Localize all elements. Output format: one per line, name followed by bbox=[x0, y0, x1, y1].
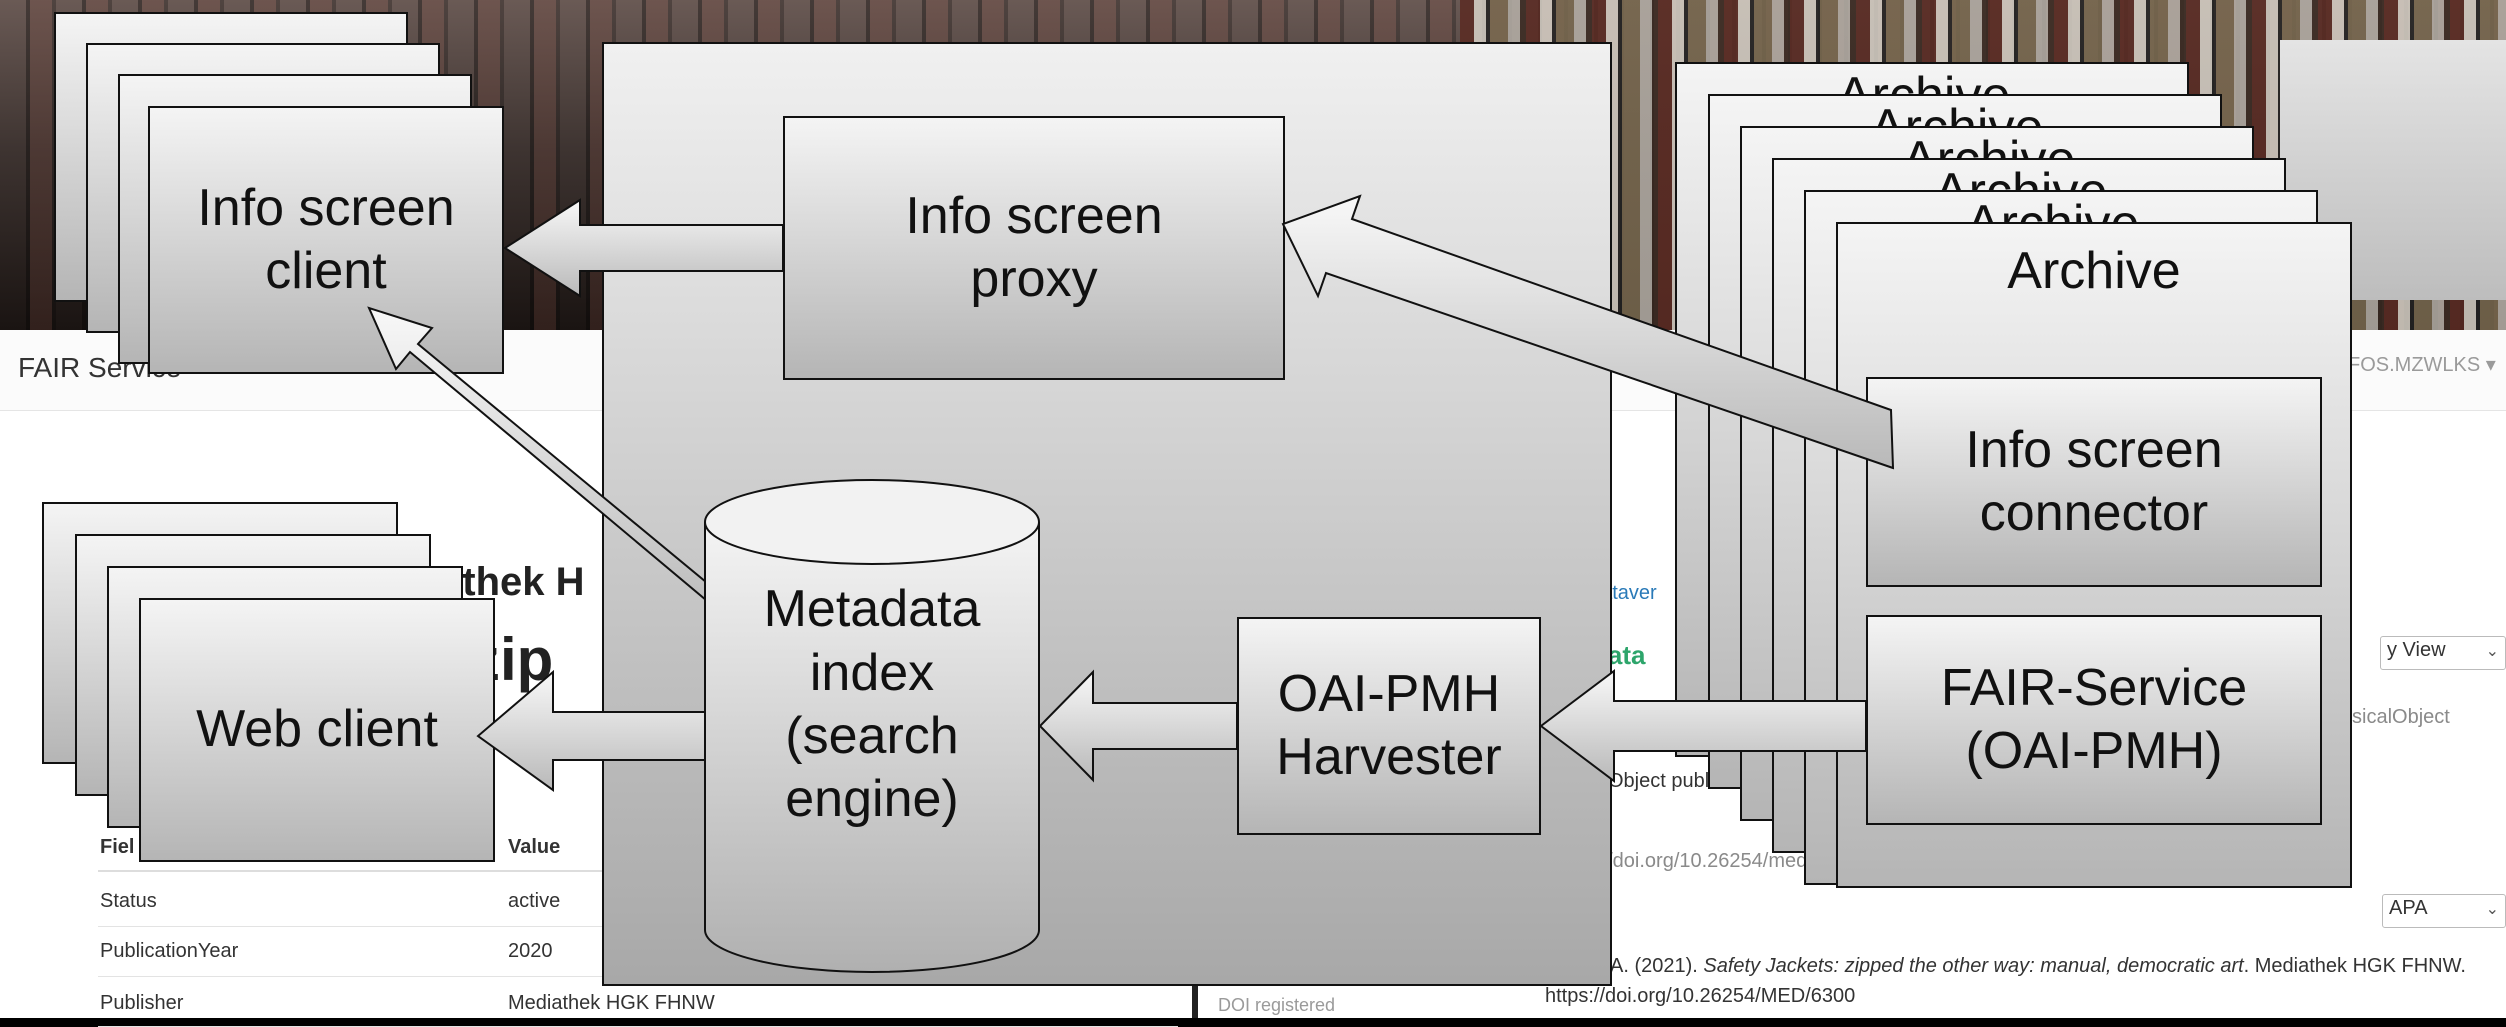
citation-style-value: APA bbox=[2389, 897, 2428, 919]
web-client-box: Web client bbox=[139, 598, 495, 862]
table-header-value: Value bbox=[508, 836, 561, 858]
archive-stack-label: Archive bbox=[1870, 99, 2044, 128]
table-cell-value: active bbox=[508, 890, 561, 912]
fair-service-label: FAIR-Service (OAI-PMH) bbox=[1940, 658, 2248, 780]
info-screen-connector-label: Info screen connector bbox=[1965, 420, 2223, 542]
table-cell-field: Status bbox=[100, 890, 157, 912]
archive-stack-label: Archive bbox=[1902, 131, 2076, 160]
arrow-connector-to-proxy bbox=[1281, 194, 1895, 470]
chevron-down-icon: ⌄ bbox=[2485, 643, 2499, 660]
divider bbox=[1192, 970, 1198, 1018]
archive-stack-label: Archive bbox=[1837, 67, 2011, 96]
arrow-proxy-to-client bbox=[503, 198, 784, 298]
user-menu[interactable]: FOS.MZWLKS ▾ bbox=[2348, 354, 2496, 376]
info-screen-client-box: Info screen client bbox=[148, 106, 504, 374]
citation-suffix: . Mediathek HGK FHNW. bbox=[2243, 955, 2466, 977]
citation-style-select[interactable]: APA ⌄ bbox=[2382, 894, 2506, 928]
archive-stack-label: Archive bbox=[1966, 195, 2140, 224]
table-cell-value: 2020 bbox=[508, 940, 553, 962]
table-cell-field: Publisher bbox=[100, 992, 184, 1014]
arrow-index-to-client bbox=[367, 306, 739, 629]
table-cell-field: PublicationYear bbox=[100, 940, 239, 962]
metadata-index-cylinder bbox=[704, 522, 1040, 973]
citation-prefix: A. (2021). bbox=[1610, 955, 1704, 977]
archive-label: Archive bbox=[2007, 242, 2181, 301]
oai-pmh-harvester-box: OAI-PMH Harvester bbox=[1237, 617, 1541, 835]
citation-text: A. (2021). Safety Jackets: zipped the ot… bbox=[1610, 955, 2466, 978]
arrow-index-to-webclient bbox=[476, 669, 708, 792]
table-cell-value: Mediathek HGK FHNW bbox=[508, 992, 715, 1014]
doi-registered-label: DOI registered bbox=[1218, 995, 1336, 1015]
doi-link[interactable]: ://doi.org/10.26254/med bbox=[1596, 850, 1808, 872]
view-select-value: y View bbox=[2387, 639, 2446, 661]
view-select[interactable]: y View ⌄ bbox=[2380, 636, 2506, 670]
citation-title: Safety Jackets: zipped the other way: ma… bbox=[1703, 955, 2244, 977]
web-client-label: Web client bbox=[196, 700, 438, 759]
physical-object-text: sicalObject bbox=[2352, 706, 2450, 728]
text-fragment: l Object publis bbox=[1598, 770, 1724, 792]
arrow-harvester-to-index bbox=[1038, 669, 1238, 783]
metadata-index-cylinder-top bbox=[704, 479, 1040, 565]
info-screen-connector-box: Info screen connector bbox=[1866, 377, 2322, 587]
table-header-field: Fiel bbox=[100, 836, 135, 858]
archive-stack-label: Archive bbox=[1934, 163, 2108, 192]
info-screen-client-label: Info screen client bbox=[197, 178, 455, 300]
info-screen-proxy-label: Info screen proxy bbox=[905, 186, 1163, 308]
arrow-fair-to-harvester bbox=[1539, 668, 1867, 784]
citation-doi[interactable]: https://doi.org/10.26254/MED/6300 bbox=[1545, 985, 1856, 1007]
info-screen-proxy-box: Info screen proxy bbox=[783, 116, 1285, 380]
chevron-down-icon: ⌄ bbox=[2485, 901, 2499, 918]
oai-pmh-harvester-label: OAI-PMH Harvester bbox=[1276, 664, 1502, 786]
web-heading-fragment: athek H bbox=[440, 560, 585, 604]
metadata-index-label: Metadata index (search engine) bbox=[763, 580, 981, 829]
fair-service-box: FAIR-Service (OAI-PMH) bbox=[1866, 615, 2322, 825]
